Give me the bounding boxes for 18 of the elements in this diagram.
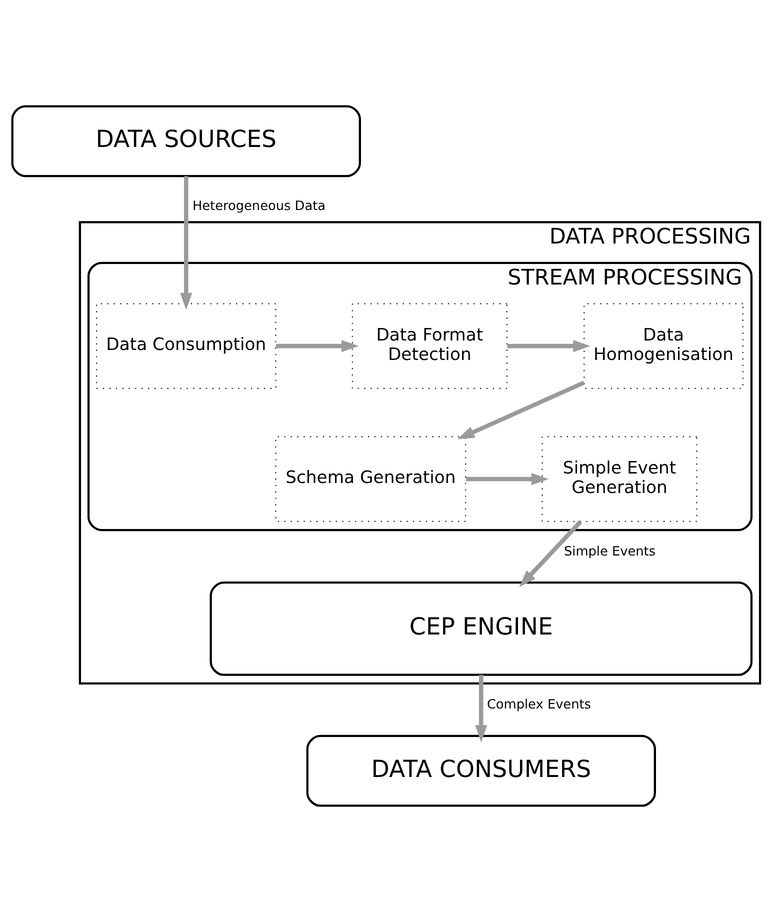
- edge-label: Complex Events: [486, 697, 591, 712]
- node-box: Schema Generation: [275, 436, 466, 522]
- node-box: CEP ENGINE: [210, 581, 753, 676]
- node-box: DATA SOURCES: [11, 104, 361, 177]
- arrow: [507, 340, 590, 352]
- edge-label: Heterogeneous Data: [192, 198, 326, 214]
- arrow: [475, 674, 488, 742]
- node-box: Data Format Detection: [352, 302, 508, 388]
- node-box: DATA CONSUMERS: [306, 734, 656, 806]
- arrow: [466, 472, 549, 485]
- node-box: Data Consumption: [96, 302, 276, 388]
- node-box: Data Homogenisation: [584, 302, 744, 388]
- edge-label: Simple Events: [564, 544, 656, 559]
- arrow: [519, 520, 582, 587]
- arrow: [457, 380, 585, 439]
- arrow: [180, 176, 192, 310]
- node-box: Simple Event Generation: [542, 436, 698, 522]
- arrow: [276, 340, 359, 352]
